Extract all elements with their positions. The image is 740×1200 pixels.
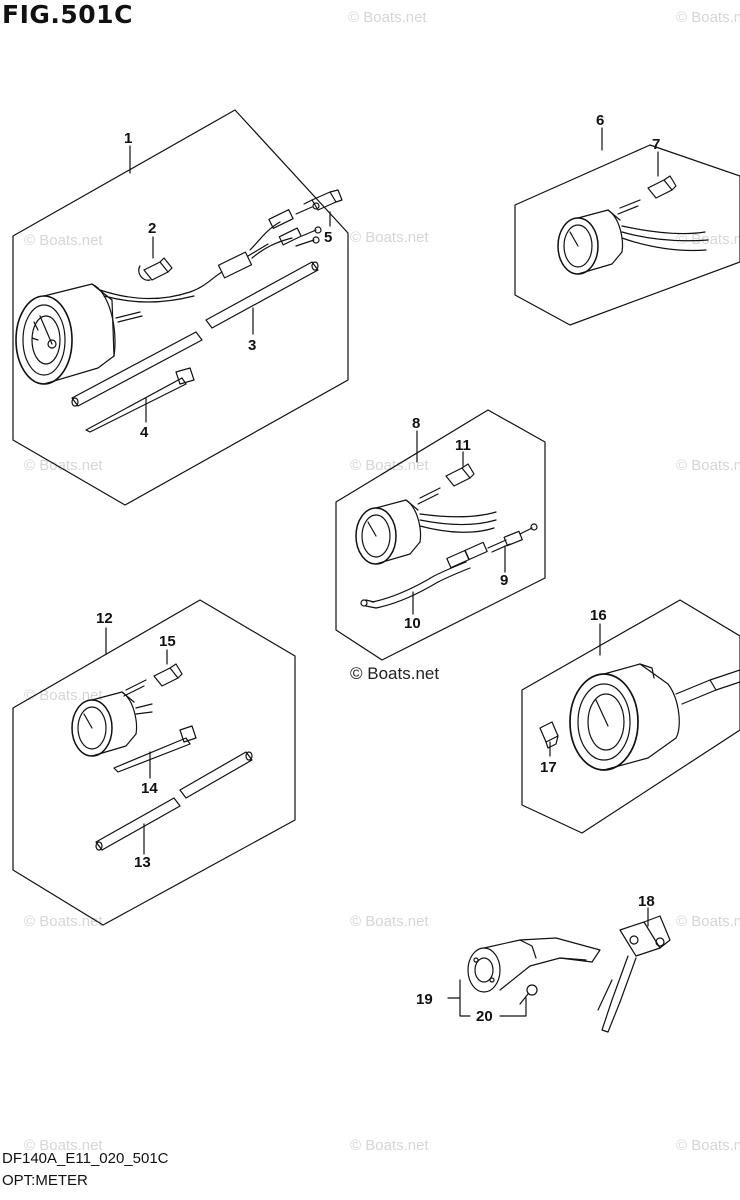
screw-part-20: [519, 984, 538, 1005]
watermark: © Boats.net: [350, 457, 429, 474]
bracket-part-18: [597, 915, 671, 1033]
watermark: © Boats.net: [24, 913, 103, 930]
bulb-part-11: [445, 463, 475, 487]
callout-18: 18: [638, 893, 655, 910]
watermark: © Boats.net: [676, 9, 740, 26]
wire-part-10: [360, 541, 488, 609]
wire-harness-1: [217, 202, 322, 279]
callout-16: 16: [590, 607, 607, 624]
callout-2: 2: [148, 220, 156, 237]
watermark: © Boats.net: [350, 229, 429, 246]
watermark: © Boats.net: [24, 687, 103, 704]
bracket-leader-19-20: [447, 979, 527, 1017]
watermark: © Boats.net: [676, 913, 740, 930]
callout-9: 9: [500, 572, 508, 589]
callout-7: 7: [652, 136, 660, 153]
watermark: © Boats.net: [348, 9, 427, 26]
assembly-box-16: [521, 599, 740, 834]
callout-13: 13: [134, 854, 151, 871]
bracket-part-19: [467, 937, 601, 993]
callout-11: 11: [455, 437, 471, 454]
callout-19: 19: [416, 991, 433, 1008]
bulb-part-15: [153, 663, 183, 687]
callout-10: 10: [404, 615, 421, 632]
callout-3: 3: [248, 337, 256, 354]
assembly-box-8: [335, 409, 546, 661]
assembly-box-1: [12, 109, 349, 506]
tube-part-13: [95, 751, 253, 851]
callout-1: 1: [124, 130, 132, 147]
watermark-label: © Boats.net: [350, 664, 440, 683]
watermark: © Boats.net: [350, 1137, 429, 1154]
callout-20: 20: [476, 1008, 493, 1025]
watermark: © Boats.net: [350, 913, 429, 930]
gauge-meter-16: [569, 663, 740, 771]
bulb-part-5: [303, 189, 343, 211]
wire-part-9: [487, 523, 538, 553]
cable-tie-part-14: [113, 725, 197, 773]
bulb-part-17: [539, 721, 559, 749]
callout-4: 4: [140, 424, 149, 441]
callout-layer: 1 2 3 4 5 6 7 8 9 10 11 12 13 14 15 16 1…: [96, 112, 660, 1025]
bulb-part-2: [138, 257, 173, 281]
assembly-box-6: [514, 144, 740, 326]
figure-title: FIG.501C: [2, 0, 133, 29]
callout-14: 14: [141, 780, 158, 797]
watermark: © Boats.net: [676, 1137, 740, 1154]
bulb-part-7: [647, 175, 677, 199]
assembly-box-12: [12, 599, 296, 926]
tube-part-3: [71, 261, 319, 407]
watermark: © Boats.net: [24, 457, 103, 474]
gauge-meter-6: [557, 199, 709, 275]
watermark: © Boats.net: [24, 1137, 103, 1154]
watermark: © Boats.net: [24, 232, 103, 249]
watermark: © Boats.net: [676, 457, 740, 474]
gauge-meter-1: [15, 271, 223, 385]
gauge-meter-12: [71, 679, 153, 757]
footer-code: DF140A_E11_020_501C: [2, 1150, 169, 1167]
callout-12: 12: [96, 610, 113, 627]
footer-subtitle: OPT:METER: [2, 1172, 88, 1189]
callout-6: 6: [596, 112, 604, 129]
callout-8: 8: [412, 415, 420, 432]
watermark-layer: © Boats.net © Boats.net © Boats.net © Bo…: [24, 9, 740, 1154]
cable-tie-part-4: [85, 367, 195, 433]
callout-15: 15: [159, 633, 176, 650]
callout-17: 17: [540, 759, 557, 776]
callout-5: 5: [324, 229, 332, 246]
gauge-meter-8: [355, 487, 497, 565]
